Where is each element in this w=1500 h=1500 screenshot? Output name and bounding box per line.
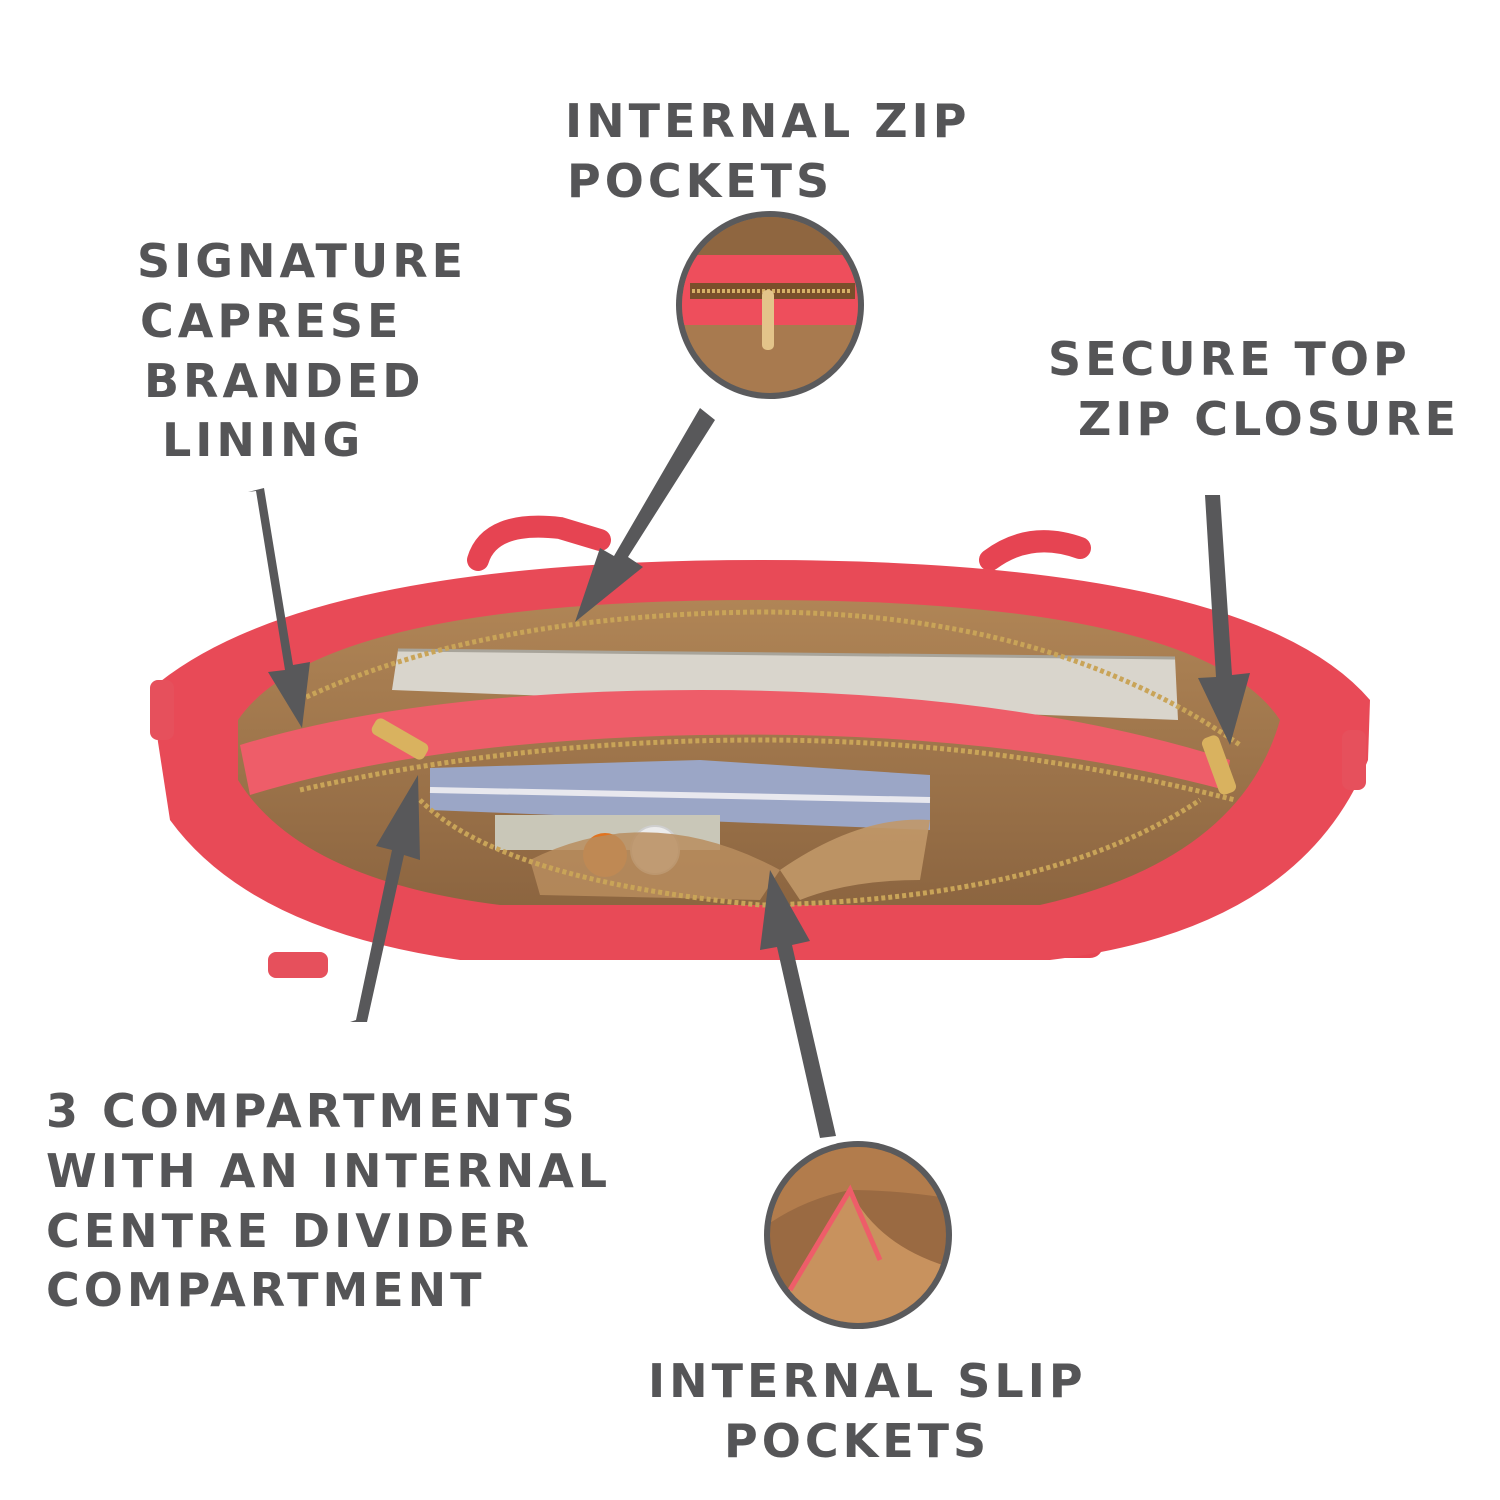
callout-line: COMPARTMENT — [46, 1263, 486, 1318]
callout-line: POCKETS — [567, 153, 834, 208]
callout-three-compartments: 3 COMPARTMENTS WITH AN INTERNAL CENTRE D… — [46, 1082, 611, 1321]
callout-line: INTERNAL ZIP — [565, 94, 971, 148]
callout-secure-top-zip: SECURE TOP ZIP CLOSURE — [1048, 330, 1460, 450]
arrow-top-zip — [1198, 495, 1250, 745]
callout-internal-slip-pockets: INTERNAL SLIP POCKETS — [648, 1352, 1087, 1472]
callout-line: WITH AN INTERNAL — [46, 1143, 612, 1198]
callout-arrows — [248, 408, 1250, 1138]
callout-line: CENTRE DIVIDER — [46, 1203, 533, 1258]
callout-line: BRANDED — [144, 353, 425, 408]
callout-line: 3 COMPARTMENTS — [46, 1084, 579, 1138]
arrow-lining — [248, 488, 310, 728]
callout-line: SIGNATURE — [137, 234, 468, 288]
arrow-zip-pockets — [575, 408, 715, 622]
callout-signature-lining: SIGNATURE CAPRESE BRANDED LINING — [137, 232, 467, 471]
slip-pocket-zoom-circle — [764, 1141, 952, 1329]
callout-internal-zip-pockets: INTERNAL ZIP POCKETS — [565, 92, 970, 212]
callout-line: CAPRESE — [140, 293, 403, 348]
zip-pocket-zoom-circle — [676, 211, 864, 399]
callout-line: INTERNAL SLIP — [648, 1354, 1087, 1408]
arrow-compartments — [350, 775, 420, 1022]
callout-line: SECURE TOP — [1048, 332, 1411, 386]
bag-body — [150, 560, 1370, 960]
callout-line: POCKETS — [724, 1413, 991, 1468]
callout-line: ZIP CLOSURE — [1078, 391, 1461, 446]
callout-line: LINING — [162, 413, 365, 468]
arrow-slip-pockets — [760, 870, 836, 1138]
